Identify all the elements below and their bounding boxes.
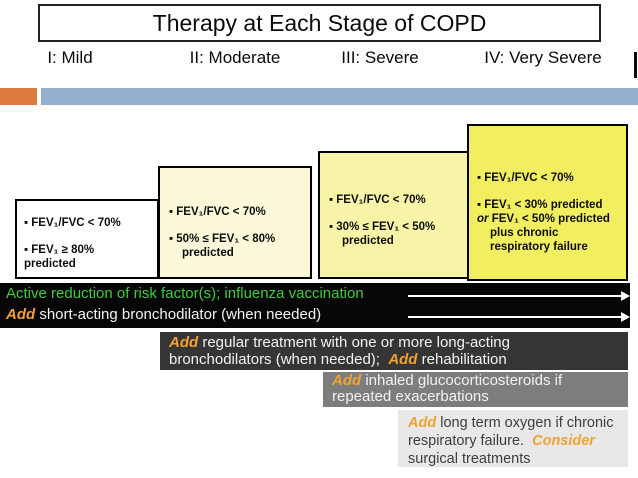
text-line: Add regular treatment with one or more l… [169, 334, 510, 351]
stage-box-very-severe: ▪ FEV₁/FVC < 70% ▪ FEV₁ < 30% predicted or… [467, 124, 628, 281]
text-line: ▪ 30% ≤ FEV₁ < 50% [329, 221, 436, 233]
right-arrow-icon [408, 291, 630, 301]
text-line: ▪ FEV₁/FVC < 70% [477, 172, 574, 184]
text-line: respiratory failure [490, 241, 588, 253]
orange-accent-bar [0, 88, 37, 105]
stage-label-severe: III: Severe [341, 48, 419, 67]
text-line: repeated exacerbations [332, 388, 489, 405]
title-box: Therapy at Each Stage of COPD [38, 4, 601, 42]
text-line: predicted [182, 247, 234, 259]
stage-box-moderate: ▪ FEV₁/FVC < 70% ▪ 50% ≤ FEV₁ < 80% predic… [158, 166, 312, 279]
text-line: or FEV₁ < 50% predicted [477, 213, 610, 225]
stage-label-mild: I: Mild [47, 48, 93, 67]
text-line: Add inhaled glucocorticosteroids if [332, 372, 563, 389]
stage-label-very-severe: IV: Very Severe [484, 48, 602, 67]
therapy-row-risk-reduction: Active reduction of risk factor(s); infl… [6, 285, 364, 305]
stage-label-moderate: II: Moderate [189, 48, 281, 67]
stage-box-mild: ▪ FEV₁/FVC < 70% ▪ FEV₁ ≥ 80% predicted [15, 199, 159, 279]
text-line: ▪ FEV₁ ≥ 80% [24, 244, 95, 256]
stage-box-severe: ▪ FEV₁/FVC < 70% ▪ 30% ≤ FEV₁ < 50% predic… [318, 151, 470, 279]
therapy-row-long-acting: Add regular treatment with one or more l… [160, 332, 628, 370]
text-line: ▪ 50% ≤ FEV₁ < 80% [169, 233, 276, 245]
text-line: bronchodilators (when needed); Add rehab… [169, 351, 507, 368]
text-line: ▪ FEV₁/FVC < 70% [24, 217, 121, 229]
text-line: ▪ FEV₁ < 30% predicted [477, 199, 603, 211]
right-arrow-icon [408, 312, 630, 322]
slide-title: Therapy at Each Stage of COPD [152, 9, 487, 36]
text-line: ▪ FEV₁/FVC < 70% [329, 194, 426, 206]
text-line: Add short-acting bronchodilator (when ne… [6, 306, 322, 323]
text-line: surgical treatments [408, 451, 531, 467]
therapy-row-short-acting: Add short-acting bronchodilator (when ne… [6, 306, 321, 326]
blue-accent-bar [41, 88, 638, 105]
text-line: predicted [342, 235, 394, 247]
therapy-row-oxygen: Add long term oxygen if chronic respirato… [398, 410, 628, 467]
text-line: Add long term oxygen if chronic [408, 415, 614, 431]
text-line: plus chronic [490, 227, 559, 239]
therapy-base-bar: Active reduction of risk factor(s); infl… [0, 283, 630, 328]
text-line: ▪ FEV₁/FVC < 70% [169, 206, 266, 218]
text-line: Active reduction of risk factor(s); infl… [6, 285, 364, 302]
text-line: predicted [24, 258, 76, 270]
right-edge-mark [634, 52, 637, 78]
text-line: respiratory failure. Consider [408, 433, 595, 449]
